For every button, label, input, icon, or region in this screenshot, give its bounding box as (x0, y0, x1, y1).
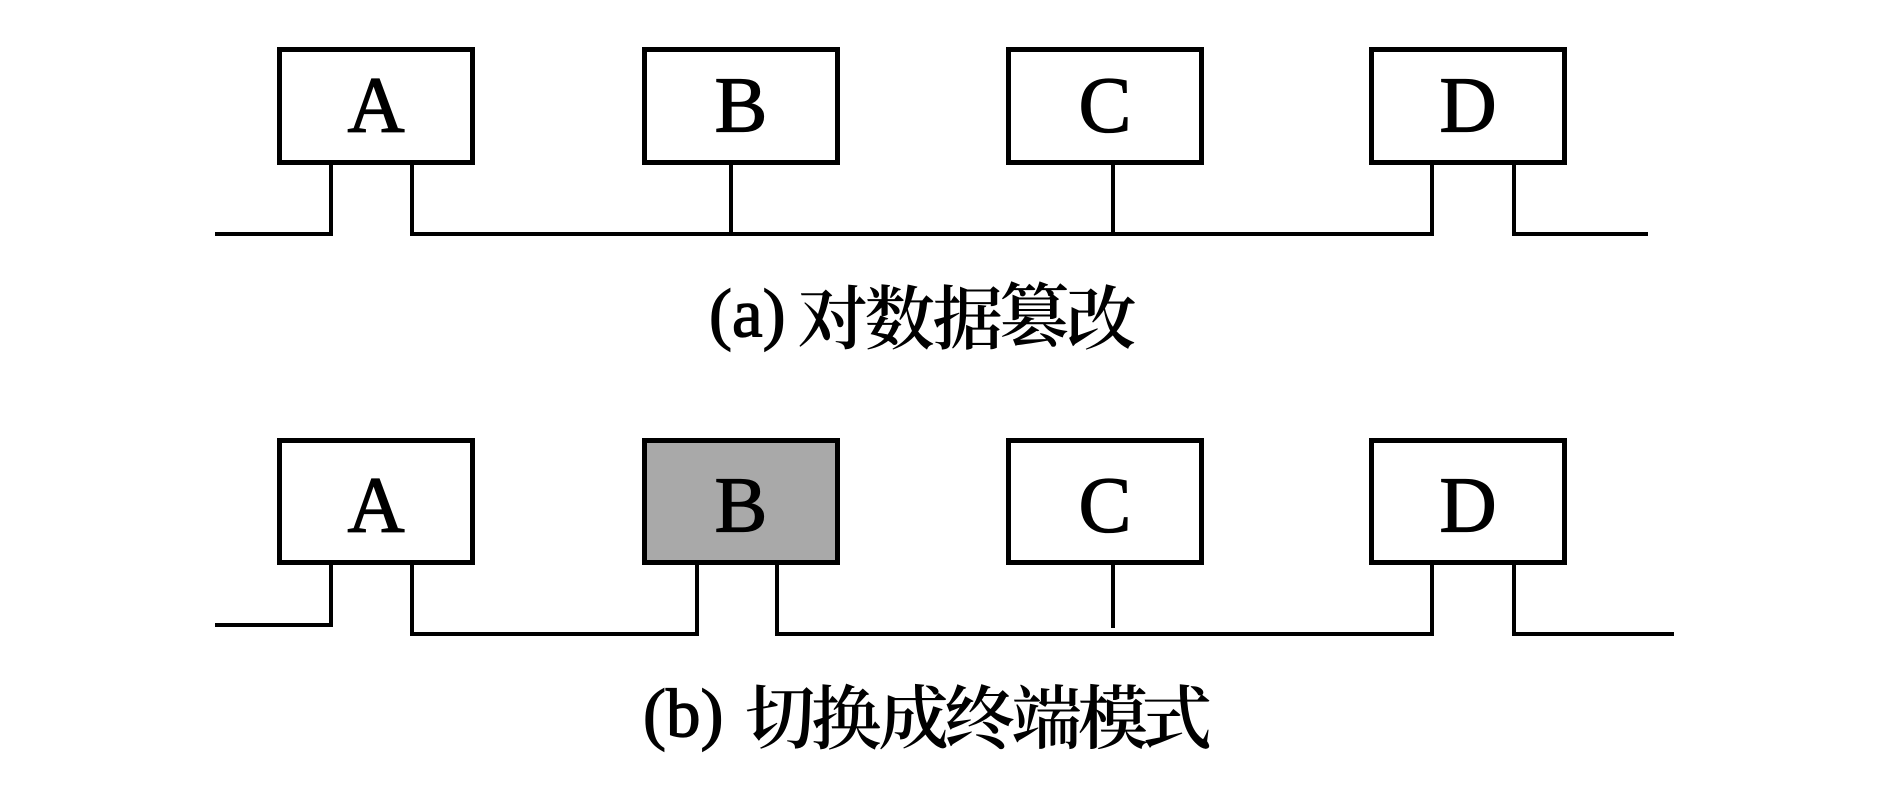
svg-text:C: C (1079, 463, 1132, 550)
svg-text:A: A (347, 463, 404, 550)
svg-text:A: A (347, 63, 404, 150)
svg-text:B: B (715, 463, 768, 550)
svg-text:(b): (b) (643, 676, 723, 752)
svg-text:D: D (1439, 63, 1496, 150)
svg-text:B: B (715, 63, 768, 150)
svg-text:(a): (a) (709, 276, 786, 352)
svg-text:C: C (1079, 63, 1132, 150)
svg-text:D: D (1439, 463, 1496, 550)
